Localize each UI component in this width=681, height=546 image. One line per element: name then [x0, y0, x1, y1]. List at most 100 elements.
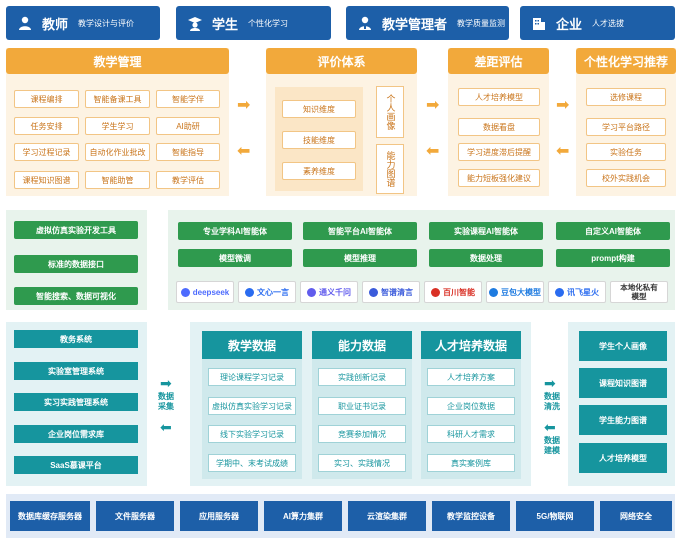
gap-item[interactable]: 学习进度滞后提醒 — [458, 143, 540, 161]
data-item[interactable]: 实习、实践情况 — [318, 454, 406, 472]
arrow-left-icon: ⬅ — [556, 143, 570, 160]
teaching-item[interactable]: 课程知识图谱 — [14, 171, 79, 189]
personal-item[interactable]: 学习平台路径 — [586, 118, 666, 136]
gap-item[interactable]: 人才培养模型 — [458, 88, 540, 106]
model-name: 豆包大模型 — [501, 287, 541, 297]
infra-item[interactable]: 应用服务器 — [180, 501, 258, 531]
teaching-item[interactable]: 自动化作业批改 — [85, 143, 150, 161]
model-logo[interactable]: deepseek — [176, 281, 234, 303]
role-student[interactable]: 学生 个性化学习 — [176, 6, 331, 40]
model-logo-icon — [307, 287, 316, 297]
ability-map-box[interactable]: 能力图谱 — [376, 144, 404, 194]
model-logo[interactable]: 讯飞星火 — [548, 281, 606, 303]
teaching-item[interactable]: 学生学习 — [85, 117, 150, 135]
model-logo[interactable]: 通义千问 — [300, 281, 358, 303]
dimension-knowledge[interactable]: 知识维度 — [282, 100, 356, 118]
role-desc: 教学质量监测 — [457, 18, 506, 28]
teaching-item[interactable]: AI助研 — [156, 117, 220, 135]
manager-icon — [356, 14, 374, 32]
data-item[interactable]: 竞赛参加情况 — [318, 425, 406, 443]
ai-function[interactable]: 模型微调 — [178, 249, 292, 267]
infra-item[interactable]: 云渲染集群 — [348, 501, 426, 531]
infra-item[interactable]: AI算力集群 — [264, 501, 342, 531]
model-logo[interactable]: 百川智能 — [424, 281, 482, 303]
data-item[interactable]: 人才培养方案 — [427, 368, 515, 386]
infra-item[interactable]: 5G/物联网 — [516, 501, 594, 531]
ai-function[interactable]: 数据处理 — [429, 249, 543, 267]
model-logo[interactable]: 豆包大模型 — [486, 281, 544, 303]
teaching-item[interactable]: 教学评估 — [156, 171, 220, 189]
gap-item[interactable]: 数据看盘 — [458, 118, 540, 136]
data-item[interactable]: 虚拟仿真实验学习记录 — [208, 397, 296, 415]
ai-agent[interactable]: 智能平台AI智能体 — [303, 222, 417, 240]
teaching-item[interactable]: 智能学伴 — [156, 90, 220, 108]
teaching-item[interactable]: 智能指导 — [156, 143, 220, 161]
model-logo[interactable]: 本地化私有模型 — [610, 281, 668, 303]
gap-header: 差距评估 — [448, 48, 549, 74]
model-logo[interactable]: 文心一言 — [238, 281, 296, 303]
infra-item[interactable]: 文件服务器 — [96, 501, 174, 531]
teaching-item[interactable]: 智能助管 — [85, 171, 150, 189]
infra-item[interactable]: 数据库缓存服务器 — [10, 501, 90, 531]
data-item[interactable]: 理论课程学习记录 — [208, 368, 296, 386]
data-item[interactable]: 企业岗位数据 — [427, 397, 515, 415]
role-desc: 教学设计与评价 — [78, 18, 135, 28]
personal-item[interactable]: 实验任务 — [586, 143, 666, 161]
role-desc: 人才选拔 — [592, 18, 625, 28]
role-enterprise[interactable]: 企业 人才选拔 — [520, 6, 675, 40]
ai-function[interactable]: prompt构建 — [556, 249, 670, 267]
teaching-item[interactable]: 课程编排 — [14, 90, 79, 108]
tool-item[interactable]: 标准的数据接口 — [14, 255, 138, 273]
system-item[interactable]: 教务系统 — [14, 330, 138, 348]
model-logo[interactable]: 智谱清言 — [362, 281, 420, 303]
data-item[interactable]: 科研人才需求 — [427, 425, 515, 443]
tool-item[interactable]: 虚拟仿真实验开发工具 — [14, 221, 138, 239]
output-item[interactable]: 课程知识图谱 — [579, 368, 667, 398]
output-item[interactable]: 学生能力图谱 — [579, 405, 667, 435]
ai-function[interactable]: 模型推理 — [303, 249, 417, 267]
data-item[interactable]: 学期中、末考试成绩 — [208, 454, 296, 472]
personal-item[interactable]: 校外实践机会 — [586, 169, 666, 187]
infra-item[interactable]: 教学监控设备 — [432, 501, 510, 531]
teaching-item[interactable]: 任务安排 — [14, 117, 79, 135]
arrow-right-icon: ➡ — [556, 97, 570, 114]
gap-item[interactable]: 能力短板强化建议 — [458, 169, 540, 187]
ai-agent[interactable]: 自定义AI智能体 — [556, 222, 670, 240]
role-manager[interactable]: 教学管理者 教学质量监测 — [346, 6, 509, 40]
model-logo-icon — [555, 287, 564, 297]
teaching-item[interactable]: 智能备课工具 — [85, 90, 150, 108]
personal-item[interactable]: 选修课程 — [586, 88, 666, 106]
infra-item[interactable]: 网络安全 — [600, 501, 672, 531]
dimension-skill[interactable]: 技能维度 — [282, 131, 356, 149]
output-item[interactable]: 学生个人画像 — [579, 331, 667, 361]
teaching-mgmt-header: 教学管理 — [6, 48, 229, 74]
system-item[interactable]: 企业岗位需求库 — [14, 425, 138, 443]
data-column-header: 教学数据 — [202, 331, 302, 359]
data-item[interactable]: 线下实验学习记录 — [208, 425, 296, 443]
system-item[interactable]: SaaS慕课平台 — [14, 456, 138, 474]
data-item[interactable]: 实践创新记录 — [318, 368, 406, 386]
model-label: 数据建模 — [544, 436, 560, 455]
ability-map-label: 能力图谱 — [385, 151, 396, 187]
teaching-item[interactable]: 学习过程记录 — [14, 143, 79, 161]
portrait-box[interactable]: 个人画像 — [376, 86, 404, 138]
role-teacher[interactable]: 教师 教学设计与评价 — [6, 6, 160, 40]
role-name: 企业 — [556, 16, 583, 32]
portrait-label: 个人画像 — [385, 94, 396, 130]
arrow-left-icon: ⬅ — [544, 419, 556, 435]
model-logo-icon — [369, 287, 378, 297]
ai-agent[interactable]: 专业学科AI智能体 — [178, 222, 292, 240]
data-item[interactable]: 职业证书记录 — [318, 397, 406, 415]
tool-item[interactable]: 智能搜索、数据可视化 — [14, 287, 138, 305]
system-item[interactable]: 实习实践管理系统 — [14, 393, 138, 411]
output-item[interactable]: 人才培养模型 — [579, 443, 667, 473]
ai-agent[interactable]: 实验课程AI智能体 — [429, 222, 543, 240]
data-item[interactable]: 真实案例库 — [427, 454, 515, 472]
system-item[interactable]: 实验室管理系统 — [14, 362, 138, 380]
role-desc: 个性化学习 — [248, 18, 289, 28]
model-name: 百川智能 — [443, 287, 475, 297]
arrow-right-icon: ➡ — [544, 375, 556, 391]
dimension-literacy[interactable]: 素养维度 — [282, 162, 356, 180]
model-logo-icon — [180, 287, 190, 297]
model-name: 本地化私有模型 — [620, 283, 658, 301]
